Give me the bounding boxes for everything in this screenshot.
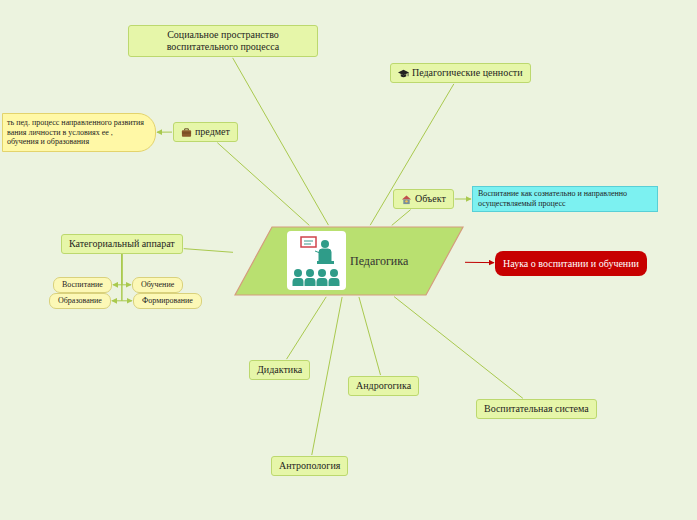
definition-banner: Наука о воспитании и обучении	[495, 251, 647, 276]
subtopic-pill: Воспитание	[53, 277, 112, 293]
teacher-body	[315, 249, 331, 261]
topic-box: Воспитательная система	[476, 399, 597, 419]
connector	[122, 254, 131, 285]
student-head	[318, 269, 326, 277]
central-title: Педагогика	[350, 254, 408, 269]
topic-box: Социальное пространство воспитательного …	[128, 25, 318, 57]
connector	[157, 132, 172, 133]
desk	[317, 261, 334, 264]
node-label: ть пед. процесс направленного развития в…	[7, 118, 145, 147]
node-label: Антропология	[279, 460, 340, 472]
node-label: Обучение	[141, 280, 174, 290]
connector	[455, 199, 471, 200]
student-body	[317, 278, 328, 286]
topic-box: Андрогогика	[348, 376, 419, 396]
node-label: Воспитание	[62, 280, 103, 290]
parallelogram-outline	[234, 226, 464, 296]
connector	[113, 254, 122, 285]
node-label: Наука о воспитании и обучении	[503, 258, 639, 269]
connector	[112, 254, 122, 301]
object-icon	[401, 194, 412, 205]
connector	[465, 262, 494, 263]
subtopic-pill: Формирование	[133, 293, 202, 309]
topic-box: предмет	[173, 122, 238, 142]
node-label: Андрогогика	[356, 380, 411, 392]
student-body	[329, 278, 340, 286]
topic-box: Категориальный аппарат	[61, 234, 183, 254]
connector	[392, 210, 411, 226]
connector	[312, 297, 342, 455]
node-label: Формирование	[142, 296, 193, 306]
node-label: Педагогические ценности	[412, 67, 523, 79]
node-label: Дидактика	[257, 364, 302, 376]
connector	[217, 143, 309, 226]
student-head	[330, 269, 338, 277]
icon-ground	[287, 231, 346, 290]
board	[301, 237, 316, 247]
node-label: Объект	[415, 193, 446, 205]
topic-box: Дидактика	[249, 360, 310, 380]
topic-box: Педагогические ценности	[390, 63, 531, 83]
student-head	[294, 269, 302, 277]
node-label: Воспитание как сознательно и направленно…	[478, 189, 652, 209]
node-label: предмет	[195, 126, 230, 138]
node-label: Воспитательная система	[484, 403, 589, 415]
topic-box: Антропология	[271, 456, 348, 476]
connector	[370, 84, 454, 225]
node-label: Категориальный аппарат	[69, 238, 175, 250]
note-oval: ть пед. процесс направленного развития в…	[2, 113, 156, 152]
teacher-icon	[287, 231, 346, 290]
note-box: Воспитание как сознательно и направленно…	[472, 186, 658, 212]
connector	[184, 249, 233, 253]
node-label: Образование	[58, 296, 102, 306]
teacher-head	[321, 240, 329, 248]
subtopic-pill: Обучение	[132, 277, 183, 293]
connector	[122, 254, 132, 301]
briefcase-icon	[181, 127, 192, 138]
student-head	[306, 269, 314, 277]
central-topic: Педагогика	[234, 226, 464, 296]
student-body	[293, 278, 304, 286]
topic-box: Объект	[393, 189, 454, 209]
connector	[287, 297, 327, 359]
board-lines	[304, 241, 313, 244]
connector	[359, 297, 381, 375]
cap-icon	[398, 68, 409, 79]
subtopic-pill: Образование	[49, 293, 111, 309]
student-body	[305, 278, 316, 286]
node-label: Социальное пространство воспитательного …	[136, 29, 310, 53]
parallelogram-shape	[235, 227, 463, 295]
